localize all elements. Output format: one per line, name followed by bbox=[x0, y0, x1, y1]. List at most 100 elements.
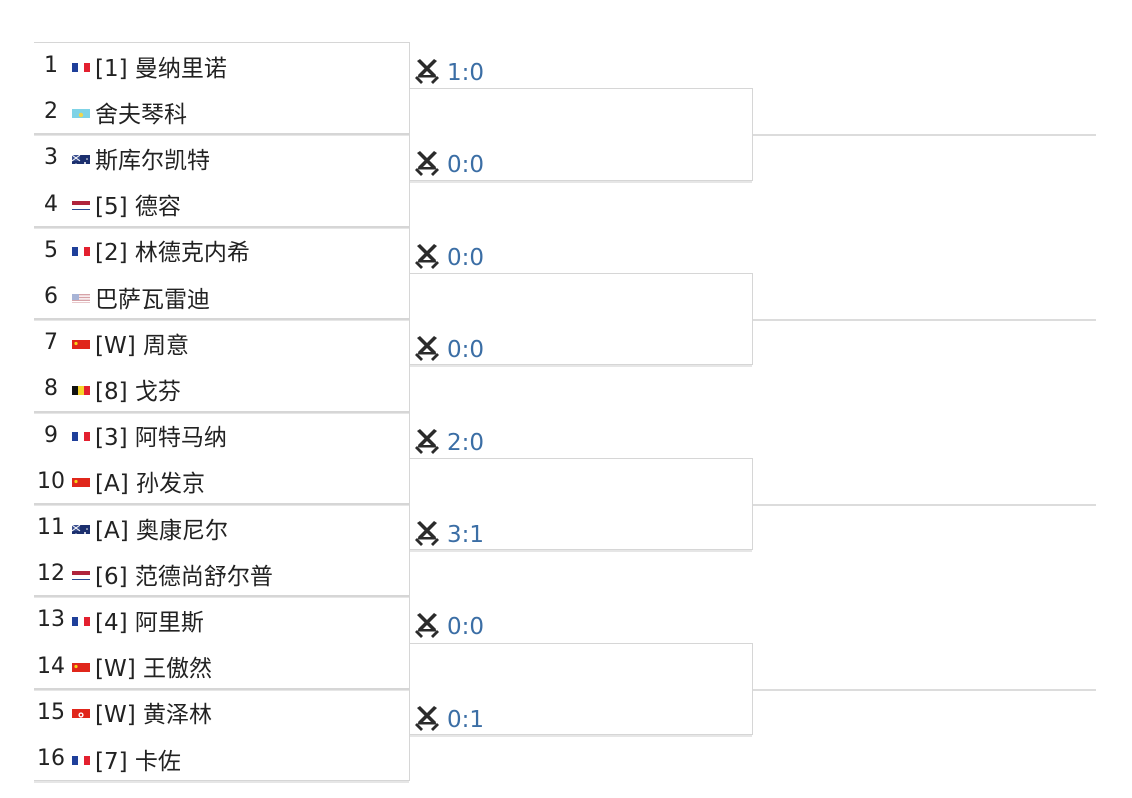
player-name: [8] 戈芬 bbox=[95, 378, 181, 405]
draw-position: 10 bbox=[37, 468, 65, 494]
flag-icon-cn bbox=[72, 337, 90, 349]
second-round-match-bracket bbox=[410, 642, 753, 737]
score-text: 2:0 bbox=[447, 429, 485, 456]
flag-icon-au bbox=[72, 522, 90, 534]
crossed-swords-icon bbox=[413, 335, 441, 365]
player-row[interactable]: 7 [W] 周意 bbox=[34, 320, 410, 366]
player-row[interactable]: 8 [8] 戈芬 bbox=[34, 366, 410, 412]
player-name: [W] 周意 bbox=[95, 332, 189, 359]
flag-icon-nl bbox=[72, 198, 90, 211]
second-round-match-bracket bbox=[410, 88, 753, 183]
score-text: 0:0 bbox=[447, 614, 485, 641]
player-name: [3] 阿特马纳 bbox=[95, 425, 227, 452]
flag-icon-nl bbox=[72, 568, 90, 580]
player-name: [W] 王傲然 bbox=[95, 656, 212, 683]
draw-position: 11 bbox=[37, 515, 65, 540]
player-row[interactable]: 3 斯库尔凯特 bbox=[34, 135, 410, 181]
draw-position: 6 bbox=[44, 284, 58, 309]
player-name: 斯库尔凯特 bbox=[95, 147, 210, 174]
draw-position: 2 bbox=[44, 99, 58, 125]
first-round-match-bracket bbox=[34, 596, 410, 691]
player-name: [5] 德容 bbox=[95, 194, 181, 221]
draw-position: 9 bbox=[44, 422, 58, 448]
crossed-swords-icon bbox=[413, 705, 441, 735]
draw-position: 7 bbox=[44, 330, 58, 356]
draw-position: 5 bbox=[44, 237, 58, 263]
crossed-swords-icon bbox=[413, 520, 441, 550]
first-round-match-bracket bbox=[34, 411, 410, 506]
match-score[interactable]: 0:0 bbox=[413, 243, 484, 273]
flag-icon-fr bbox=[72, 753, 90, 765]
player-row[interactable]: 9 [3] 阿特马纳 bbox=[34, 412, 410, 458]
player-name: 巴萨瓦雷迪 bbox=[95, 286, 210, 313]
player-row[interactable]: 15 [W] 黄泽林 bbox=[34, 689, 410, 735]
player-row[interactable]: 5 [2] 林德克内希 bbox=[34, 227, 410, 273]
first-round-match-bracket bbox=[34, 134, 410, 229]
player-name: [W] 黄泽林 bbox=[95, 702, 212, 729]
crossed-swords-icon bbox=[413, 150, 441, 180]
score-text: 0:1 bbox=[447, 706, 485, 733]
player-row[interactable]: 16[7] 卡佐 bbox=[34, 736, 410, 782]
player-row[interactable]: 6 巴萨瓦雷迪 bbox=[34, 274, 410, 320]
player-name: [4] 阿里斯 bbox=[95, 609, 204, 636]
draw-position: 4 bbox=[44, 191, 58, 217]
player-row[interactable]: 10 [A] 孙发京 bbox=[34, 458, 410, 504]
player-row[interactable]: 14 [W] 王傲然 bbox=[34, 643, 410, 689]
bracket-shadow bbox=[34, 781, 409, 784]
first-round-match-bracket bbox=[34, 504, 410, 599]
player-row[interactable]: 13[4] 阿里斯 bbox=[34, 597, 410, 643]
flag-icon-fr bbox=[72, 429, 90, 442]
score-text: 0:0 bbox=[447, 244, 485, 271]
bracket-shadow bbox=[410, 180, 752, 183]
crossed-swords-icon bbox=[413, 58, 441, 88]
bracket-shadow bbox=[410, 734, 752, 737]
crossed-swords-icon bbox=[413, 428, 441, 458]
player-name: 舍夫琴科 bbox=[95, 101, 187, 128]
first-round-match-bracket bbox=[34, 688, 410, 784]
flag-icon-kz bbox=[72, 106, 90, 118]
player-name: [A] 孙发京 bbox=[95, 471, 205, 498]
first-round-match-bracket bbox=[34, 319, 410, 414]
match-score[interactable]: 0:0 bbox=[413, 335, 484, 365]
flag-icon-au bbox=[72, 152, 90, 164]
player-name: [6] 范德尚舒尔普 bbox=[95, 563, 273, 590]
match-score[interactable]: 3:1 bbox=[413, 520, 484, 550]
match-score[interactable]: 0:1 bbox=[413, 705, 484, 735]
player-row[interactable]: 4 [5] 德容 bbox=[34, 181, 410, 227]
crossed-swords-icon bbox=[413, 243, 441, 273]
player-name: [A] 奥康尼尔 bbox=[95, 517, 228, 544]
score-text: 1:0 bbox=[447, 60, 485, 86]
flag-icon-fr bbox=[72, 60, 90, 72]
flag-icon-fr bbox=[72, 614, 90, 626]
second-round-match-bracket bbox=[410, 273, 753, 368]
flag-icon-fr bbox=[72, 244, 90, 257]
flag-icon-cn bbox=[72, 475, 90, 488]
draw-position: 8 bbox=[44, 376, 58, 402]
match-score[interactable]: 2:0 bbox=[413, 428, 484, 458]
flag-icon-hk bbox=[72, 706, 90, 719]
bracket-shadow bbox=[410, 550, 752, 553]
player-row[interactable]: 2 舍夫琴科 bbox=[34, 89, 410, 135]
first-round-match-bracket bbox=[34, 42, 410, 137]
flag-icon-us bbox=[72, 291, 90, 303]
draw-position: 15 bbox=[37, 699, 65, 725]
player-row[interactable]: 1[1] 曼纳里诺 bbox=[34, 43, 410, 89]
next-round-connector bbox=[753, 319, 1096, 322]
crossed-swords-icon bbox=[413, 612, 441, 642]
player-name: [2] 林德克内希 bbox=[95, 240, 250, 267]
match-score[interactable]: 0:0 bbox=[413, 612, 484, 642]
next-round-connector bbox=[753, 688, 1096, 691]
player-row[interactable]: 12[6] 范德尚舒尔普 bbox=[34, 551, 410, 597]
player-name: [7] 卡佐 bbox=[95, 748, 181, 775]
first-round-match-bracket bbox=[34, 226, 410, 322]
match-score[interactable]: 1:0 bbox=[413, 58, 484, 88]
flag-icon-cn bbox=[72, 660, 90, 673]
match-score[interactable]: 0:0 bbox=[413, 150, 484, 180]
score-text: 0:0 bbox=[447, 152, 485, 179]
second-round-match-bracket bbox=[410, 457, 753, 553]
draw-position: 14 bbox=[37, 653, 65, 679]
player-row[interactable]: 11 [A] 奥康尼尔 bbox=[34, 505, 410, 551]
bracket-shadow bbox=[410, 365, 752, 368]
draw-position: 1 bbox=[44, 53, 58, 78]
